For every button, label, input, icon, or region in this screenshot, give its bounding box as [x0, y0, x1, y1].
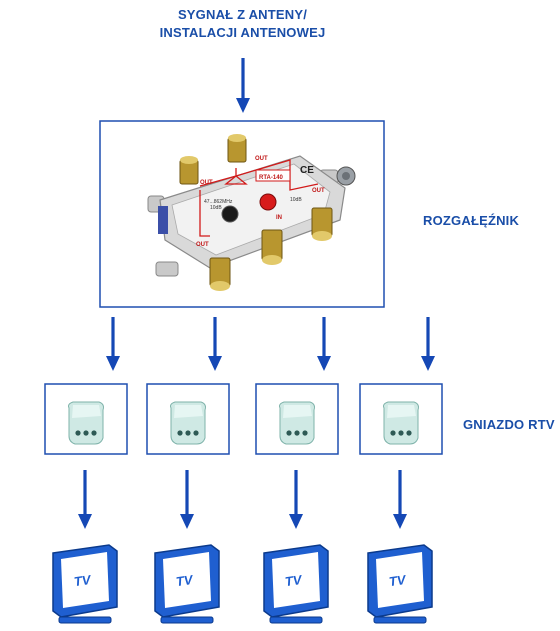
branch-3: TV — [255, 317, 339, 624]
port-label-out-2: OUT — [255, 156, 268, 162]
led-indicator-icon — [259, 193, 277, 211]
port-label-in: IN — [276, 215, 282, 221]
arrow-to-socket-3 — [317, 317, 331, 371]
splitter-port-bottom-1 — [209, 257, 231, 291]
wall-socket-icon — [383, 401, 419, 445]
power-socket-icon — [221, 205, 239, 223]
arrow-to-tv-4 — [393, 470, 407, 529]
tv-label: TV — [73, 572, 93, 589]
ground-screw-icon — [336, 166, 356, 186]
splitter-port-top-right — [227, 134, 247, 163]
ce-mark: CE — [300, 165, 314, 176]
tv-label: TV — [175, 572, 195, 589]
side-sticker — [158, 206, 168, 234]
port-label-out-1: OUT — [200, 180, 213, 186]
port-label-out-4: OUT — [312, 188, 325, 194]
db-label-1: 10dB — [210, 205, 222, 211]
signal-source-line-2: INSTALACJI ANTENOWEJ — [159, 25, 326, 40]
tv-icon: TV — [154, 544, 220, 624]
port-label-out-3: OUT — [196, 242, 209, 248]
input-arrow — [236, 58, 250, 113]
tv-icon: TV — [52, 544, 118, 624]
tv-icon: TV — [367, 544, 433, 624]
model-label: RTA-140 — [259, 175, 284, 181]
signal-source-label: SYGNAŁ Z ANTENY/ INSTALACJI ANTENOWEJ — [0, 6, 485, 42]
tv-icon: TV — [263, 544, 329, 624]
branch-1: TV — [44, 317, 128, 624]
arrow-to-tv-2 — [180, 470, 194, 529]
branch-2: TV — [146, 317, 230, 624]
arrow-to-socket-1 — [106, 317, 120, 371]
signal-source-line-1: SYGNAŁ Z ANTENY/ — [177, 7, 308, 22]
splitter-label: ROZGAŁĘŹNIK — [423, 213, 520, 228]
arrow-to-socket-4 — [421, 317, 435, 371]
wall-socket-icon — [279, 401, 315, 445]
splitter-port-bottom-2 — [261, 229, 283, 265]
freq-label: 47...862MHz — [204, 199, 233, 205]
wall-socket-icon — [68, 401, 104, 445]
tv-label: TV — [284, 572, 304, 589]
db-label-2: 10dB — [290, 197, 302, 203]
splitter-port-bottom-3 — [311, 207, 333, 241]
tv-label: TV — [388, 572, 408, 589]
splitter-port-top-left — [179, 156, 199, 185]
branch-4: TV — [359, 317, 443, 624]
arrow-to-tv-3 — [289, 470, 303, 529]
arrow-to-tv-1 — [78, 470, 92, 529]
splitter-device: OUT OUT OUT OUT IN RTA-140 CE 47...862MH… — [147, 134, 356, 291]
socket-label: GNIAZDO RTV — [463, 417, 555, 432]
arrow-to-socket-2 — [208, 317, 222, 371]
wall-socket-icon — [170, 401, 206, 445]
